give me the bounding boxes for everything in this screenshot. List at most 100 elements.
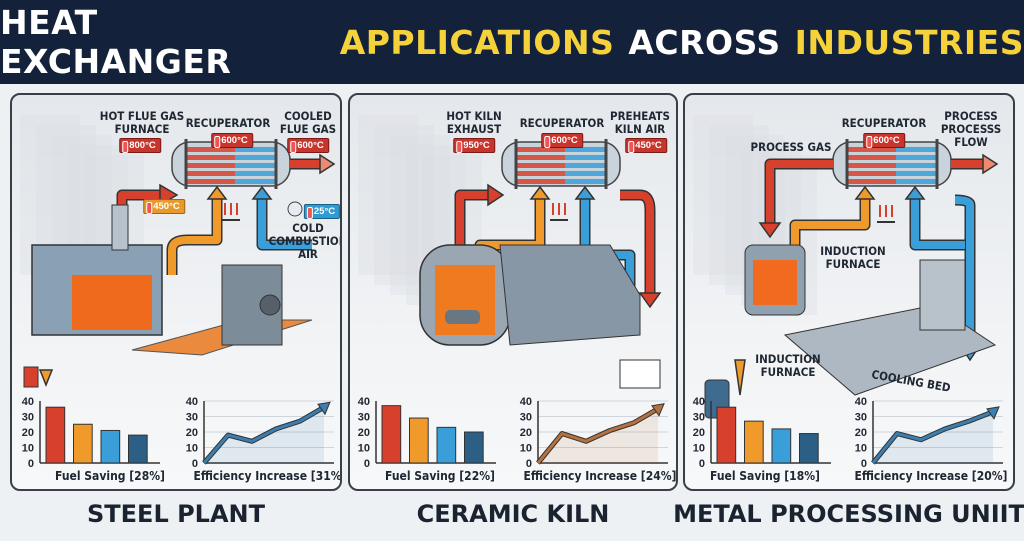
- cold-air-arrow: [258, 195, 312, 249]
- cool-flow-arrow: [954, 196, 974, 345]
- cool-tube: [896, 171, 937, 176]
- y-tick-label: 10: [520, 443, 532, 455]
- hot-tube: [186, 171, 235, 176]
- y-tick-label: 30: [358, 412, 370, 424]
- temp-badge-600: 600°C: [541, 133, 583, 148]
- title-part-highlight: INDUSTRIES: [794, 22, 1024, 62]
- caption-steel-plant: STEEL PLANT: [86, 500, 266, 528]
- y-tick-label: 0: [526, 458, 532, 469]
- fuel-saving-label: Fuel Saving [28%]: [55, 469, 165, 483]
- cool-tube: [565, 155, 606, 160]
- bar: [409, 417, 429, 464]
- hot-tube: [516, 171, 565, 176]
- cool-tube: [896, 147, 937, 152]
- hot-tube: [847, 163, 896, 168]
- y-tick-label: 30: [22, 412, 34, 424]
- bar: [464, 431, 484, 464]
- arrowhead-icon: [854, 185, 876, 200]
- cool-tube: [565, 147, 606, 152]
- y-tick-label: 40: [22, 396, 34, 408]
- metal-processing-illustration: [693, 115, 999, 419]
- ceramic-kiln-illustration: [358, 115, 662, 389]
- cool-tube: [565, 163, 606, 168]
- temp-badge-450: 450°C: [625, 138, 667, 153]
- y-tick-label: 0: [28, 458, 34, 469]
- temp-badge-450: 450°C: [143, 199, 185, 214]
- molten-metal: [753, 260, 797, 305]
- cool-tube: [896, 155, 937, 160]
- background-building: [693, 115, 753, 275]
- cool-tube: [896, 163, 937, 168]
- growth-chart-icon: [619, 359, 661, 389]
- hot-tube: [516, 155, 565, 160]
- control-cabinet: [919, 259, 966, 331]
- hot-tube: [847, 171, 896, 176]
- y-tick-label: 10: [358, 443, 370, 455]
- y-tick-label: 40: [186, 396, 198, 408]
- heat-transfer-arrows-icon: [224, 203, 238, 215]
- recuperator-label: RECUPERATOR: [841, 116, 927, 130]
- y-tick-label: 30: [520, 412, 532, 424]
- cool-return-arrow: [911, 195, 965, 249]
- arrowhead-icon: [986, 406, 1000, 420]
- bar: [100, 429, 121, 464]
- title-part: HEAT EXCHANGER: [0, 3, 232, 81]
- efficiency-label: Efficiency Increase [24%]: [523, 469, 677, 483]
- y-tick-label: 30: [186, 412, 198, 424]
- y-tick-label: 40: [855, 396, 867, 408]
- hot-exhaust-arrow: [456, 191, 490, 255]
- hot-tube: [516, 179, 565, 184]
- kiln-fire: [435, 265, 495, 335]
- temp-badge-600: 600°C: [211, 133, 253, 148]
- arrowhead-icon: [758, 222, 782, 239]
- y-tick-label: 10: [693, 443, 705, 455]
- arrowhead-icon: [319, 153, 336, 175]
- title-part: ACROSS: [628, 22, 781, 62]
- cool-tube: [235, 147, 276, 152]
- arrowhead-icon: [982, 153, 999, 175]
- caption-metal-processing: METAL PROCESSING UNIIT: [673, 500, 1024, 528]
- y-tick-label: 20: [186, 427, 198, 439]
- recuperator-label: RECUPERATOR: [185, 116, 271, 130]
- arrowhead-icon: [206, 185, 228, 200]
- preheated-air-arrow: [168, 195, 221, 275]
- bar: [799, 433, 819, 464]
- y-tick-label: 20: [693, 427, 705, 439]
- arrowhead-icon: [529, 185, 551, 200]
- temp-badge-600: 600°C: [863, 133, 905, 148]
- y-tick-label: 40: [520, 396, 532, 408]
- arrowhead-icon: [251, 185, 273, 200]
- arrowhead-icon: [904, 185, 926, 200]
- bar: [128, 434, 148, 464]
- arrowhead-icon: [651, 403, 665, 417]
- heat-transfer-arrows-icon: [552, 203, 566, 215]
- hot-tube: [847, 155, 896, 160]
- recuperator-label: RECUPERATOR: [519, 116, 605, 130]
- process-gas-arrow: [766, 160, 833, 225]
- y-tick-label: 0: [861, 458, 867, 469]
- arrowhead-icon: [574, 185, 596, 200]
- hot-tube: [186, 155, 235, 160]
- bar: [771, 428, 792, 464]
- hot-tube: [516, 147, 565, 152]
- bar: [73, 423, 93, 464]
- y-tick-label: 0: [699, 458, 705, 469]
- fuel-pump-icon: [23, 366, 39, 388]
- down-arrow-icon: [38, 369, 54, 388]
- y-tick-label: 20: [358, 427, 370, 439]
- arrowhead-icon: [487, 183, 505, 207]
- hot-tube: [186, 163, 235, 168]
- y-tick-label: 40: [358, 396, 370, 408]
